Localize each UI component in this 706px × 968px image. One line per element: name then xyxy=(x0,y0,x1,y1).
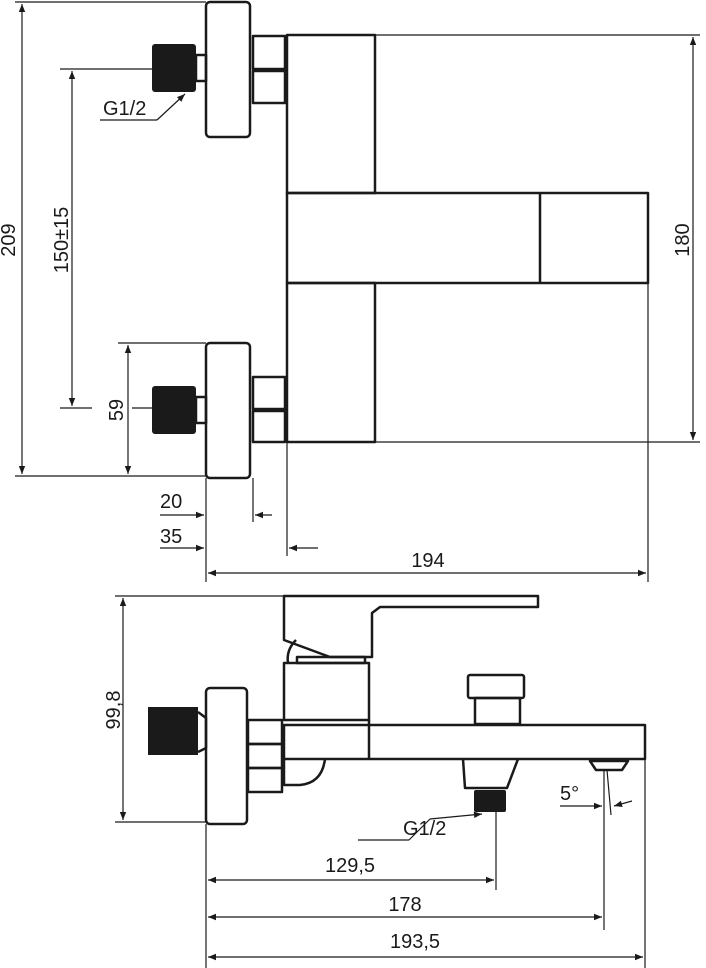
thread-label-top: G1/2 xyxy=(103,98,146,120)
side-view: 99,8 G1/2 5° 129,5 178 193,5 xyxy=(103,594,647,968)
lower-nut-a xyxy=(251,375,287,411)
dim-20: 20 xyxy=(160,491,182,513)
dim-180: 180 xyxy=(672,223,694,256)
side-lever xyxy=(282,594,540,659)
lower-escutcheon xyxy=(204,341,252,480)
diverter-knob xyxy=(466,673,526,700)
side-escutcheon xyxy=(204,686,249,826)
lever-curve xyxy=(286,639,297,664)
dim-178: 178 xyxy=(388,894,421,916)
lower-stub xyxy=(194,395,208,425)
upper-escutcheon xyxy=(204,0,252,139)
diverter-stem xyxy=(473,696,522,726)
upper-nut-a xyxy=(251,34,287,71)
lower-thread xyxy=(152,386,196,434)
dim-35: 35 xyxy=(160,526,182,548)
hand-shower-outlet xyxy=(461,758,520,790)
body-lower xyxy=(285,281,377,444)
dim-193-5: 193,5 xyxy=(390,931,440,953)
lower-nut-b xyxy=(251,409,287,444)
lever xyxy=(285,191,650,285)
body-upper xyxy=(285,33,377,195)
dim-194: 194 xyxy=(411,550,444,572)
dim-99-8: 99,8 xyxy=(103,691,125,730)
side-body xyxy=(282,661,371,722)
side-nut-b xyxy=(246,742,284,770)
outlet-thread xyxy=(474,790,506,812)
aerator xyxy=(588,759,630,772)
upper-nut-b xyxy=(251,69,287,105)
side-thread xyxy=(148,707,198,755)
top-view: 209 150±15 59 180 G1/2 20 35 194 xyxy=(0,0,700,582)
side-nut-a xyxy=(246,718,284,746)
dim-129-5: 129,5 xyxy=(325,855,375,877)
dim-150: 150±15 xyxy=(51,207,73,274)
side-nut-c xyxy=(246,766,284,794)
dim-59: 59 xyxy=(106,399,128,421)
thread-label-side: G1/2 xyxy=(403,818,446,840)
upper-thread xyxy=(152,44,196,92)
upper-stub xyxy=(194,53,208,83)
spout xyxy=(282,723,647,761)
elbow xyxy=(282,758,327,787)
dim-209: 209 xyxy=(0,223,20,256)
angle-5: 5° xyxy=(560,783,579,805)
